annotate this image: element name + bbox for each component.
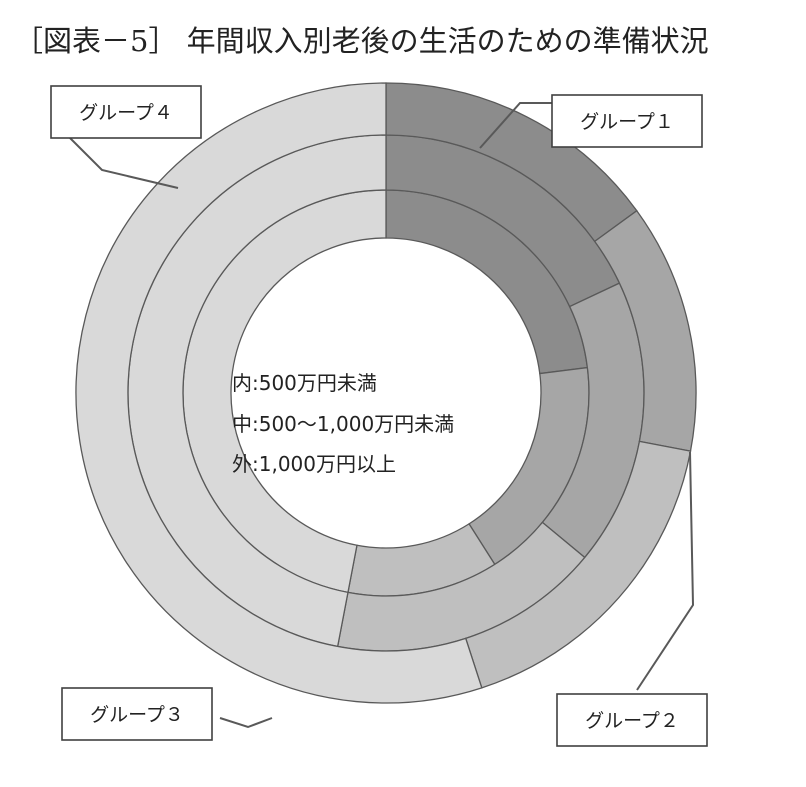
leader-line-4: [69, 137, 179, 189]
legend-label-4: グループ４: [79, 102, 173, 124]
legend-box-1: [551, 94, 703, 148]
chart-title: ［図表－5］ 年間収入別老後の生活のための準備状況: [14, 24, 709, 58]
leader-line-3: [219, 717, 273, 729]
legend-label-3: グループ３: [90, 704, 184, 726]
legend-label-1: グループ１: [580, 111, 674, 133]
ring-3-slice-4: [75, 82, 483, 704]
legend-label-2: グループ２: [585, 710, 679, 732]
center-label-group: 内:500万円未満 中:500～1,000万円未満 外:1,000万円以上: [232, 371, 454, 476]
legend-box-4: [50, 85, 202, 139]
legend-box-2: [556, 693, 708, 747]
center-label-inner: 内:500万円未満: [232, 371, 377, 395]
leader-line-2: [636, 451, 695, 691]
center-label-outer: 外:1,000万円以上: [232, 452, 396, 476]
ring-group: [75, 82, 697, 704]
leader-line-1: [479, 102, 552, 149]
legend-box-3: [61, 687, 213, 741]
callout-group: グループ１ グループ２ グループ３ グループ４: [50, 85, 708, 747]
center-label-middle: 中:500～1,000万円未満: [232, 412, 454, 436]
